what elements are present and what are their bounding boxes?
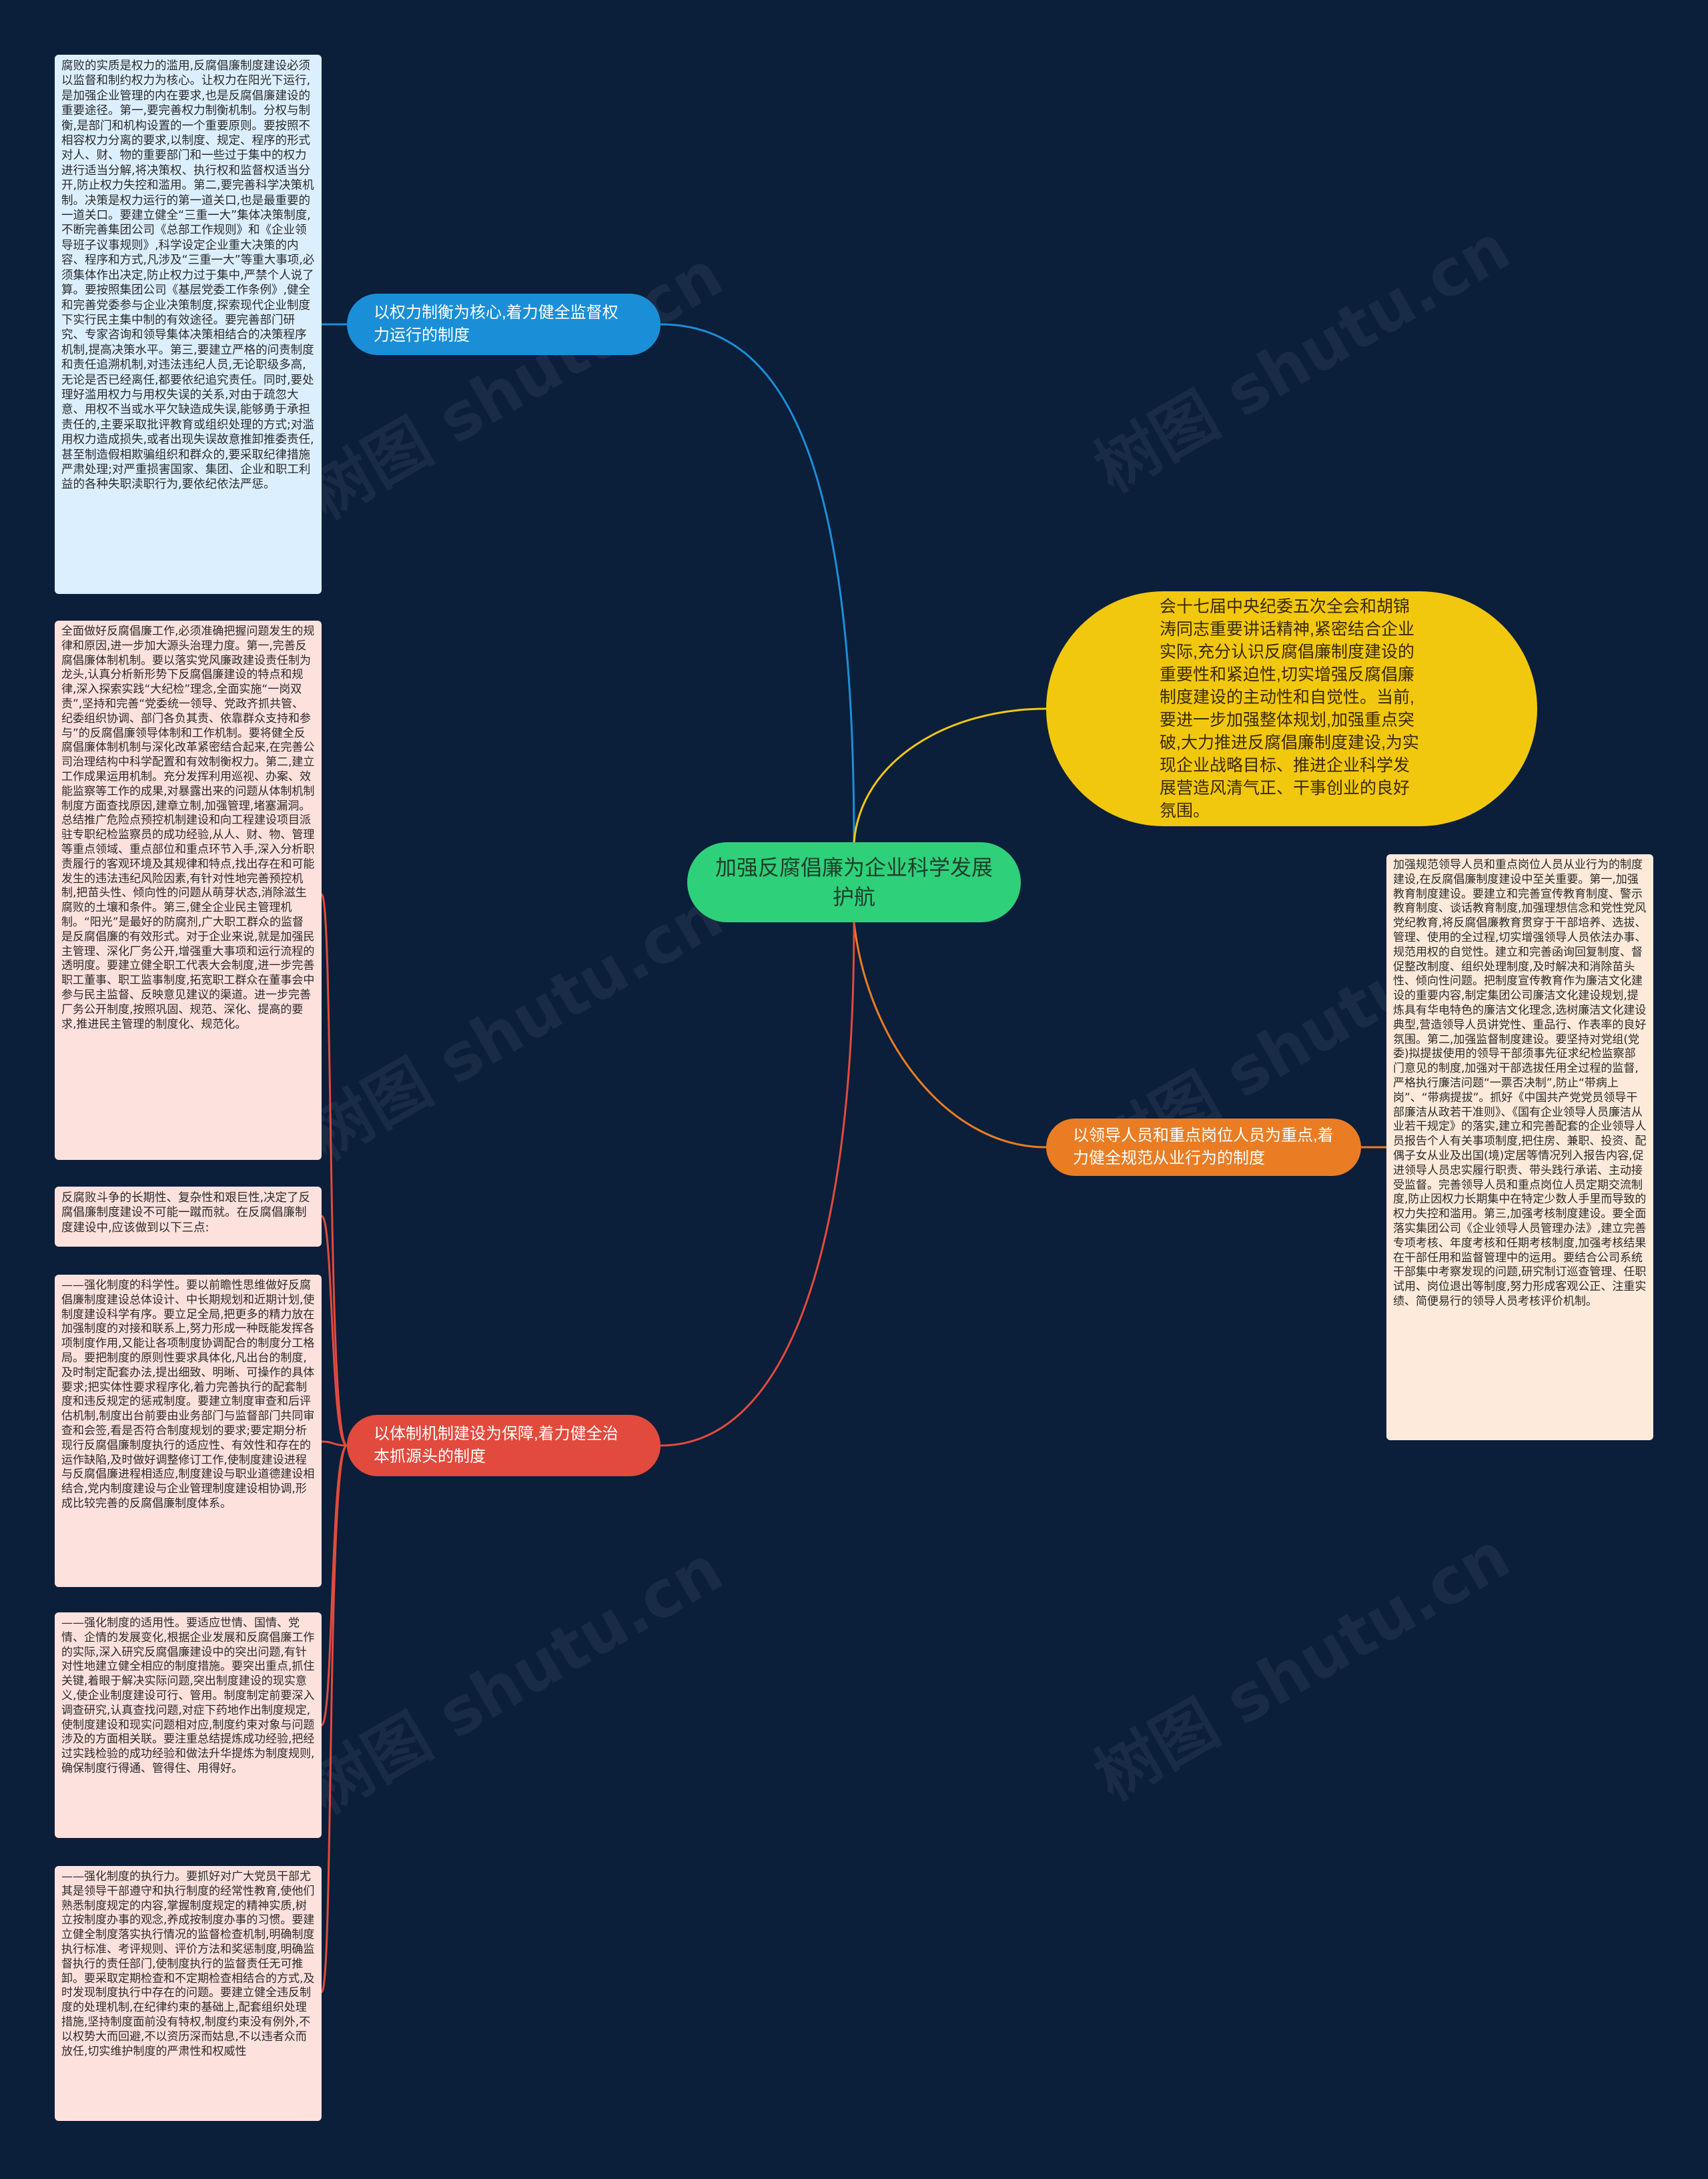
leaf-mechanisms-detail[interactable]: 全面做好反腐倡廉工作,必须准确把握问题发生的规律和原因,进一步加大源头治理力度。… xyxy=(55,621,322,1160)
branch-label: 以权力制衡为核心,着力健全监督权力运行的制度 xyxy=(374,304,618,344)
branch-intro-summary[interactable]: 会十七届中央纪委五次全会和胡锦涛同志重要讲话精神,紧密结合企业实际,充分认识反腐… xyxy=(1046,591,1537,826)
edge-root-blue xyxy=(660,323,855,843)
root-topic-label: 加强反腐倡廉为企业科学发展护航 xyxy=(715,856,993,909)
edge-root-red xyxy=(660,922,855,1447)
branch-label: 会十七届中央纪委五次全会和胡锦涛同志重要讲话精神,紧密结合企业实际,充分认识反腐… xyxy=(1160,597,1419,820)
leaf-applicability[interactable]: ——强化制度的适用性。要适应世情、国情、党情、企情的发展变化,根据企业发展和反腐… xyxy=(55,1612,322,1838)
edge-root-orange xyxy=(853,922,1047,1149)
edge-red-leaf-2 xyxy=(320,1215,348,1447)
root-topic[interactable]: 加强反腐倡廉为企业科学发展护航 xyxy=(687,842,1021,922)
edge-red-leaf-3 xyxy=(321,1440,348,1447)
leaf-power-checks-detail[interactable]: 腐败的实质是权力的滥用,反腐倡廉制度建设必须以监督和制约权力为核心。让权力在阳光… xyxy=(55,55,322,594)
branch-label: 以体制机制建设为保障,着力健全治本抓源头的制度 xyxy=(374,1425,618,1466)
branch-institutional-mechanisms[interactable]: 以体制机制建设为保障,着力健全治本抓源头的制度 xyxy=(347,1415,661,1476)
edge-red-leaf-5 xyxy=(320,1444,348,1993)
leaf-leaders-conduct-detail[interactable]: 加强规范领导人员和重点岗位人员从业行为的制度建设,在反腐倡廉制度建设中至关重要。… xyxy=(1386,854,1653,1440)
leaf-execution-power[interactable]: ——强化制度的执行力。要抓好对广大党员干部尤其是领导干部遵守和执行制度的经常性教… xyxy=(55,1866,322,2121)
edge-root-yellow xyxy=(853,707,1047,843)
branch-label: 以领导人员和重点岗位人员为重点,着力健全规范从业行为的制度 xyxy=(1073,1127,1334,1167)
edge-red-leaf-1 xyxy=(320,893,348,1447)
branch-leaders-conduct[interactable]: 以领导人员和重点岗位人员为重点,着力健全规范从业行为的制度 xyxy=(1046,1119,1361,1176)
leaf-scientific-nature[interactable]: ——强化制度的科学性。要以前瞻性思维做好反腐倡廉制度建设总体设计、中长期规划和近… xyxy=(55,1275,322,1587)
leaf-mechanisms-intro[interactable]: 反腐败斗争的长期性、复杂性和艰巨性,决定了反腐倡廉制度建设不可能一蹴而就。在反腐… xyxy=(55,1187,322,1247)
branch-power-checks[interactable]: 以权力制衡为核心,着力健全监督权力运行的制度 xyxy=(347,294,661,355)
